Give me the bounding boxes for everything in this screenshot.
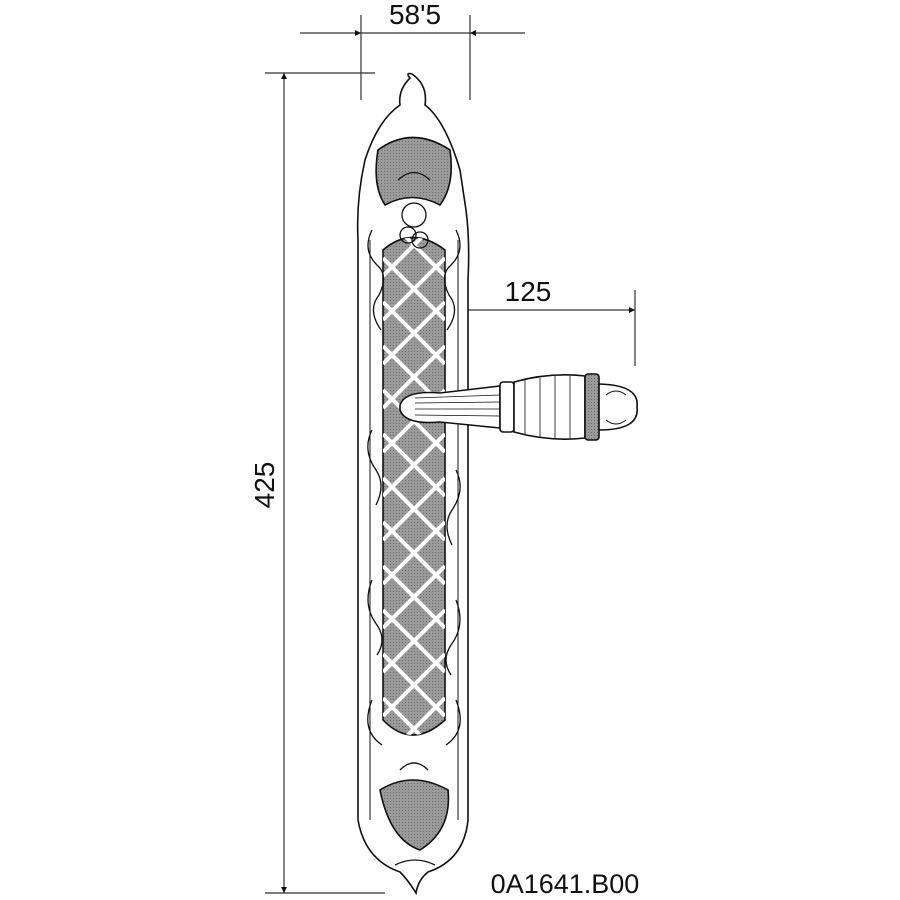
lattice-panel [382,236,446,736]
back-plate [356,72,470,896]
lattice-line [399,237,445,278]
plate-width-label: 58'5 [389,0,441,30]
dimension-plate-height: 425 [249,72,385,894]
dimension-plate-width: 58'5 [300,0,525,100]
plate-height-label: 425 [249,462,280,509]
lever-length-label: 125 [505,276,552,307]
lattice-line [383,237,429,278]
product-code: 0A1641.B00 [491,869,640,899]
dimension-lever-length: 125 [420,276,636,366]
lever-handle [399,373,638,441]
